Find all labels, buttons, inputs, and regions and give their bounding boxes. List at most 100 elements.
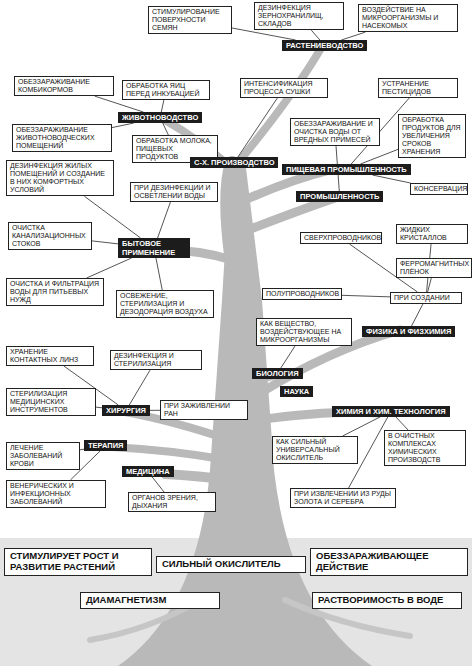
node-text: КАК СИЛЬНЫЙ УНИВЕРСАЛЬНЫЙ ОКИСЛИТЕЛЬ	[276, 438, 354, 462]
text-box: КОНСЕРВАЦИЯ	[410, 183, 468, 195]
node-text: ДЕЗИНФЕКЦИЯ ЗЕРНОХРАНИЛИЩ, СКЛАДОВ	[258, 4, 340, 28]
property-box: РАСТВОРИМОСТЬ В ВОДЕ	[312, 592, 462, 609]
text-box: ВОЗДЕЙСТВИЕ НА МИКРООРГАНИЗМЫ И НАСЕКОМЫ…	[358, 4, 458, 32]
node-text: ЛЕЧЕНИЕ ЗАБОЛЕВАНИЙ КРОВИ	[10, 444, 76, 468]
text-box: ОБЕЗЗАРАЖИВАНИЕ КОМБИКОРМОВ	[14, 76, 114, 96]
category-label: С-Х. ПРОИЗВОДСТВО	[190, 157, 278, 168]
property-box: СТИМУЛИРУЕТ РОСТ И РАЗВИТИЕ РАСТЕНИЙ	[4, 548, 152, 576]
node-text: ДИАМАГНЕТИЗМ	[86, 595, 214, 606]
node-text: ОБРАБОТКА ПРОДУКТОВ ДЛЯ УВЕЛИЧЕНИЯ СРОКО…	[402, 116, 462, 156]
text-box: ОЧИСТКА И ФИЛЬТРАЦИЯ ВОДЫ ДЛЯ ПИТЬЕВЫХ Н…	[6, 278, 104, 306]
connector-line	[156, 258, 162, 290]
text-box: ЛЕЧЕНИЕ ЗАБОЛЕВАНИЙ КРОВИ	[6, 442, 80, 470]
node-text: ОЧИСТКА КАНАЛИЗАЦИОННЫХ СТОКОВ	[12, 224, 88, 248]
text-box: ОБЕЗЗАРАЖИВАНИЕ ЖИВОТНОВОДЧЕСКИХ ПОМЕЩЕН…	[12, 124, 112, 152]
category-label: ПРОМЫШЛЕННОСТЬ	[296, 191, 383, 202]
connector-line	[158, 202, 171, 238]
node-text: ХИМИЯ И ХИМ. ТЕХНОЛОГИЯ	[336, 407, 446, 416]
node-text: ПРИ ЗАЖИВЛЕНИИ РАН	[164, 402, 244, 418]
category-label: ХИМИЯ И ХИМ. ТЕХНОЛОГИЯ	[332, 406, 450, 417]
node-text: СВЕРХПРОВОДНИКОВ	[304, 234, 378, 242]
node-text: СТИМУЛИРОВАНИЕ ПОВЕРХНОСТИ СЕМЯН	[152, 8, 228, 32]
text-box: СТИМУЛИРОВАНИЕ ПОВЕРХНОСТИ СЕМЯН	[148, 6, 232, 34]
text-box: ДЕЗИНФЕКЦИЯ ЗЕРНОХРАНИЛИЩ, СКЛАДОВ	[254, 2, 344, 30]
node-text: ВОЗДЕЙСТВИЕ НА МИКРООРГАНИЗМЫ И НАСЕКОМЫ…	[362, 6, 454, 30]
node-text: ОБЕЗЗАРАЖИВАНИЕ ЖИВОТНОВОДЧЕСКИХ ПОМЕЩЕН…	[16, 126, 108, 150]
text-box: ВЕНЕРИЧЕСКИХ И ИНФЕКЦИОННЫХ ЗАБОЛЕВАНИЙ	[6, 480, 106, 508]
text-box: КАК СИЛЬНЫЙ УНИВЕРСАЛЬНЫЙ ОКИСЛИТЕЛЬ	[272, 436, 358, 464]
connector-line	[152, 477, 164, 492]
text-box: ОБРАБОТКА ЯИЦ ПЕРЕД ИНКУБАЦИЕЙ	[122, 80, 210, 100]
category-label: НАУКА	[280, 386, 313, 397]
text-box: ПРИ ДЕЗИНФЕКЦИИ И ОСВЕТЛЕНИИ ВОДЫ	[130, 182, 218, 202]
connector-line	[161, 100, 164, 112]
connector-line	[342, 295, 390, 297]
text-box: КАК ВЕЩЕСТВО, ВОЗДЕЙСТВУЮЩЕЕ НА МИКРООРГ…	[256, 318, 352, 346]
text-box: ФЕРРОМАГНИТНЫХ ПЛЁНОК	[396, 258, 472, 278]
node-text: ИНТЕНСИФИКАЦИЯ ПРОЦЕССА СУШКИ	[244, 80, 324, 96]
node-text: ХРАНЕНИЕ КОНТАКТНЫХ ЛИНЗ	[10, 348, 90, 364]
node-text: УСТРАНЕНИЕ ПЕСТИЦИДОВ	[382, 80, 454, 96]
node-text: КОНСЕРВАЦИЯ	[414, 185, 464, 193]
node-text: ОБРАБОТКА ЯИЦ ПЕРЕД ИНКУБАЦИЕЙ	[126, 82, 206, 98]
node-text: СТИМУЛИРУЕТ РОСТ И РАЗВИТИЕ РАСТЕНИЙ	[10, 551, 146, 573]
node-text: ЖИВОТНОВОДСТВО	[122, 113, 198, 122]
property-box: ОБЕЗЗАРАЖИВАЮЩЕЕ ДЕЙСТВИЕ	[310, 548, 468, 576]
text-box: ОЧИСТКА КАНАЛИЗАЦИОННЫХ СТОКОВ	[8, 222, 92, 250]
node-text: ТЕРАПИЯ	[88, 441, 123, 450]
connector-line	[163, 123, 169, 135]
category-label: ТЕРАПИЯ	[84, 440, 127, 451]
text-box: ПРИ ИЗВЛЕЧЕНИИ ИЗ РУДЫ ЗОЛОТА И СЕРЕБРА	[290, 488, 396, 508]
connector-line	[129, 370, 150, 405]
node-text: БЫТОВОЕ ПРИМЕНЕНИЕ	[122, 239, 186, 257]
text-box: ДЕЗИНФЕКЦИЯ ЖИЛЫХ ПОМЕЩЕНИЙ И СОЗДАНИЕ В…	[6, 160, 114, 196]
node-text: НАУКА	[284, 387, 309, 396]
connector-line	[341, 32, 365, 40]
text-box: ОБРАБОТКА ПРОДУКТОВ ДЛЯ УВЕЛИЧЕНИЯ СРОКО…	[398, 114, 466, 158]
text-box: ПРИ СОЗДАНИИ	[390, 292, 462, 304]
node-text: ОБЕЗЗАРАЖИВАЮЩЕЕ ДЕЙСТВИЕ	[316, 551, 462, 573]
category-label: ЖИВОТНОВОДСТВО	[118, 112, 202, 123]
text-box: ХРАНЕНИЕ КОНТАКТНЫХ ЛИНЗ	[6, 346, 94, 366]
node-text: ПРИ ДЕЗИНФЕКЦИИ И ОСВЕТЛЕНИИ ВОДЫ	[134, 184, 214, 200]
node-text: ФИЗИКА И ФИЗХИМИЯ	[366, 327, 451, 336]
connector-line	[84, 196, 140, 238]
node-text: ПРИ ИЗВЛЕЧЕНИИ ИЗ РУДЫ ЗОЛОТА И СЕРЕБРА	[294, 490, 392, 506]
text-box: ОБЕЗЗАРАЖИВАНИЕ И ОЧИСТКА ВОДЫ ОТ ВРЕДНЫ…	[290, 118, 380, 146]
connector-line	[281, 346, 295, 368]
connector-line	[112, 123, 134, 128]
node-text: КАК ВЕЩЕСТВО, ВОЗДЕЙСТВУЮЩЕЕ НА МИКРООРГ…	[260, 320, 348, 344]
node-text: ОСВЕЖЕНИЕ, СТЕРИЛИЗАЦИЯ И ДЕЗОДОРАЦИЯ ВО…	[120, 292, 210, 316]
connector-line	[372, 175, 410, 183]
text-box: ДЕЗИНФЕКЦИЯ И СТЕРИЛИЗАЦИЯ	[110, 350, 202, 370]
connector-line	[150, 410, 160, 411]
node-text: РАСТЕНИЕВОДСТВО	[286, 41, 363, 50]
node-text: ОЧИСТКА И ФИЛЬТРАЦИЯ ВОДЫ ДЛЯ ПИТЬЕВЫХ Н…	[10, 280, 100, 304]
node-text: ВЕНЕРИЧЕСКИХ И ИНФЕКЦИОННЫХ ЗАБОЛЕВАНИЙ	[10, 482, 102, 506]
node-text: ПИЩЕВАЯ ПРОМЫШЛЕННОСТЬ	[286, 165, 407, 174]
node-text: СТЕРИЛИЗАЦИЯ МЕДИЦИНСКИХ ИНСТРУМЕНТОВ	[10, 390, 92, 414]
node-text: ПРИ СОЗДАНИИ	[394, 294, 458, 302]
text-box: ОРГАНОВ ЗРЕНИЯ, ДЫХАНИЯ	[128, 492, 216, 512]
category-label: ПИЩЕВАЯ ПРОМЫШЛЕННОСТЬ	[282, 164, 411, 175]
node-text: В ОЧИСТНЫХ КОМПЛЕКСАХ ХИМИЧЕСКИХ ПРОИЗВО…	[388, 432, 462, 464]
connector-line	[360, 149, 398, 164]
category-label: БИОЛОГИЯ	[252, 368, 303, 379]
text-box: СТЕРИЛИЗАЦИЯ МЕДИЦИНСКИХ ИНСТРУМЕНТОВ	[6, 388, 96, 416]
text-box: ПРИ ЗАЖИВЛЕНИИ РАН	[160, 400, 248, 420]
category-label: БЫТОВОЕ ПРИМЕНЕНИЕ	[118, 238, 190, 258]
category-label: РАСТЕНИЕВОДСТВО	[282, 40, 367, 51]
category-label: МЕДИЦИНА	[122, 466, 174, 477]
connector-line	[396, 417, 408, 430]
node-text: ДЕЗИНФЕКЦИЯ ЖИЛЫХ ПОМЕЩЕНИЙ И СОЗДАНИЕ В…	[10, 162, 110, 194]
text-box: В ОЧИСТНЫХ КОМПЛЕКСАХ ХИМИЧЕСКИХ ПРОИЗВО…	[384, 430, 466, 466]
category-label: ФИЗИКА И ФИЗХИМИЯ	[362, 326, 455, 337]
text-box: ИНТЕНСИФИКАЦИЯ ПРОЦЕССА СУШКИ	[240, 78, 328, 98]
node-text: МЕДИЦИНА	[126, 467, 170, 476]
node-text: ОБЕЗЗАРАЖИВАНИЕ КОМБИКОРМОВ	[18, 78, 110, 94]
text-box: ПОЛУПРОВОДНИКОВ	[262, 288, 342, 300]
node-text: ОРГАНОВ ЗРЕНИЯ, ДЫХАНИЯ	[132, 494, 212, 510]
node-text: РАСТВОРИМОСТЬ В ВОДЕ	[318, 595, 456, 606]
node-text: СИЛЬНЫЙ ОКИСЛИТЕЛЬ	[162, 559, 300, 570]
